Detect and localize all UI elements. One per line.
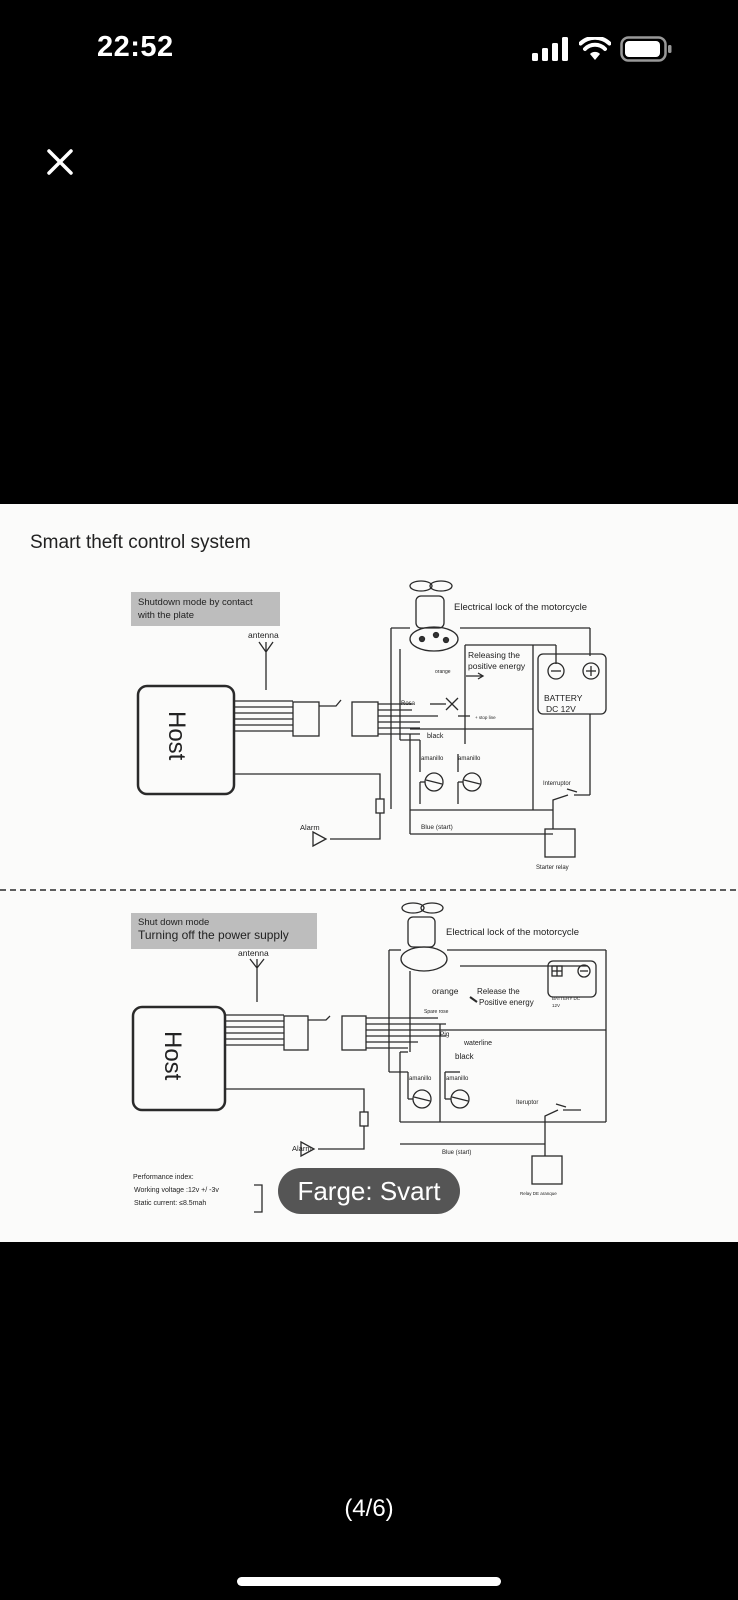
status-time: 22:52: [97, 31, 174, 63]
relay-icon: [531, 1155, 563, 1185]
blue-start-label: Blue (start): [442, 1150, 471, 1156]
battery-label-1: BATTERY: [544, 693, 583, 703]
black-label: black: [427, 733, 444, 740]
ignition-lock-icon: [407, 916, 436, 948]
diagram-title: Smart theft control system: [30, 532, 251, 553]
lock-label: Electrical lock of the motorcycle: [454, 602, 587, 613]
wiring-diagram: Smart theft control system Shutdown mode…: [0, 532, 738, 1213]
antenna-label: antenna: [238, 948, 269, 958]
lock-label: Electrical lock of the motorcycle: [446, 927, 579, 938]
releasing-label-2: positive energy: [468, 661, 526, 671]
interruptor-label: Iteruptor: [516, 1100, 538, 1106]
perf-current: Static current: ≤8.5mah: [134, 1200, 206, 1207]
amarillo-label-1: amanillo: [421, 756, 444, 762]
battery-icon-diagram: [547, 960, 597, 998]
black-label: black: [455, 1052, 475, 1061]
battery-icon: [620, 36, 672, 62]
antenna-label: antenna: [248, 630, 279, 640]
alarm-label: Alarm: [300, 823, 320, 832]
perf-title: Performance index:: [133, 1174, 194, 1181]
status-icons: [532, 36, 672, 62]
antenna-icon: [258, 641, 274, 664]
amarillo-label-2: amanillo: [458, 756, 481, 762]
orange-label: orange: [435, 669, 451, 675]
interruptor-label: Interruptor: [543, 781, 571, 787]
battery-label-2: DC 12V: [546, 704, 576, 714]
mode-label-line2: with the plate: [137, 610, 194, 621]
close-button[interactable]: [38, 140, 82, 184]
product-image[interactable]: Smart theft control system Shutdown mode…: [0, 504, 738, 1242]
home-indicator[interactable]: [237, 1577, 501, 1586]
releasing-label-1: Releasing the: [468, 650, 520, 660]
host-box: [131, 1005, 227, 1112]
blue-start-label: Blue (start): [421, 824, 453, 831]
host-label: Host: [159, 1031, 186, 1081]
battery-label-1: BATTERY DC: [552, 996, 581, 1001]
alarm-label: Alarm: [292, 1144, 312, 1153]
starter-relay-label: Starter relay: [536, 865, 569, 871]
spare-rose-label: Spare rose: [424, 1009, 449, 1015]
stop-line-label: + stop line: [475, 715, 496, 720]
orange-label: orange: [432, 986, 459, 996]
alarm-horn-icon: [312, 830, 328, 848]
release-label-1: Release the: [477, 987, 520, 996]
pig-label: Pig: [440, 1031, 450, 1038]
alarm-horn-icon: [300, 1140, 316, 1158]
battery-label-2: 12V: [552, 1003, 560, 1008]
ignition-lock-icon: [415, 595, 445, 629]
waterline-label: waterline: [463, 1040, 492, 1047]
release-label-2: Positive energy: [479, 998, 534, 1007]
page-indicator: (4/6): [344, 1495, 394, 1522]
host-label: Host: [163, 711, 190, 761]
wifi-icon: [579, 37, 611, 60]
status-bar: 22:52: [0, 0, 738, 100]
mode-label-line1: Shutdown mode by contact: [138, 597, 253, 608]
mode-label-line2: Turning off the power supply: [138, 928, 289, 942]
rosa-label: Rosa: [401, 701, 416, 707]
relay-label: Relay DE aranque: [520, 1191, 557, 1196]
mode-label-line1: Shut down mode: [138, 917, 209, 928]
amarillo-label-1: amanillo: [409, 1076, 432, 1082]
antenna-icon: [249, 958, 265, 979]
starter-relay-icon: [544, 828, 576, 858]
amarillo-label-2: amanillo: [446, 1076, 469, 1082]
cellular-signal-icon: [532, 37, 568, 61]
close-icon: [47, 149, 73, 175]
battery-icon-diagram: [537, 653, 607, 715]
color-variant-pill[interactable]: Farge: Svart: [278, 1168, 460, 1214]
mode-label-box: [131, 913, 317, 949]
perf-voltage: Working voltage :12v +/ -3v: [134, 1187, 219, 1194]
mode-label-box: [131, 592, 280, 626]
host-box: [136, 684, 236, 796]
